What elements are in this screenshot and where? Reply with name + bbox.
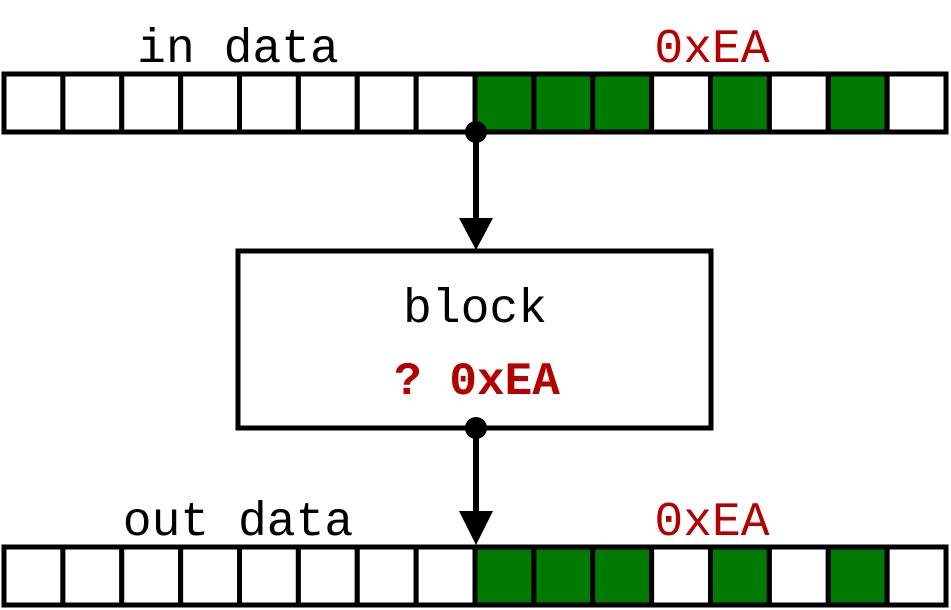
input-register-bit-cell <box>884 71 949 135</box>
input-register-bit-cell <box>1 71 66 135</box>
input-tap-dot <box>465 121 487 143</box>
block-tap-dot <box>465 417 487 439</box>
input-register-bit-cell <box>766 71 831 135</box>
input-register-bit-cell <box>295 71 360 135</box>
block-condition: ? 0xEA <box>394 356 560 408</box>
output-register-bit-cell <box>884 544 949 608</box>
output-register-value-label: 0xEA <box>654 496 769 550</box>
block: block ? 0xEA <box>235 248 714 431</box>
output-register-bit-cell <box>472 544 537 608</box>
output-register-bit-cell <box>60 544 125 608</box>
input-register-bit-cell <box>531 71 596 135</box>
block-to-output-arrowhead <box>459 511 493 545</box>
output-register-bit-cell <box>413 544 478 608</box>
output-register-bit-cell <box>354 544 419 608</box>
input-register-bit-cell <box>60 71 125 135</box>
output-register-bit-cell <box>119 544 184 608</box>
output-register-bit-cell <box>766 544 831 608</box>
output-register-bit-cell <box>295 544 360 608</box>
input-to-block-connector <box>459 121 493 250</box>
input-register-bit-cell <box>237 71 301 135</box>
output-register-bit-cell <box>237 544 301 608</box>
input-register-bit-cell <box>413 71 478 135</box>
block-to-output-connector <box>459 417 493 545</box>
output-register-bit-cell <box>825 544 890 608</box>
input-register-bit-cell <box>649 71 714 135</box>
output-register-bit-cell <box>531 544 596 608</box>
input-register-bit-cell <box>472 71 537 135</box>
output-register-bit-cell <box>590 544 655 608</box>
input-register <box>1 71 949 135</box>
output-register-bit-cell <box>1 544 66 608</box>
output-register-bit-cell <box>649 544 714 608</box>
input-register-bit-cell <box>708 71 772 135</box>
input-register-bit-cell <box>354 71 419 135</box>
input-register-value-label: 0xEA <box>654 23 769 77</box>
input-register-label: in data <box>137 23 339 77</box>
output-register-bit-cell <box>708 544 772 608</box>
output-register-label: out data <box>123 496 353 550</box>
input-register-bit-cell <box>178 71 243 135</box>
block-label: block <box>403 283 547 337</box>
input-register-bit-cell <box>590 71 655 135</box>
output-register-bit-cell <box>178 544 243 608</box>
input-register-bit-cell <box>119 71 184 135</box>
input-to-block-arrowhead <box>459 218 493 250</box>
input-register-bit-cell <box>825 71 890 135</box>
output-register <box>1 544 949 608</box>
